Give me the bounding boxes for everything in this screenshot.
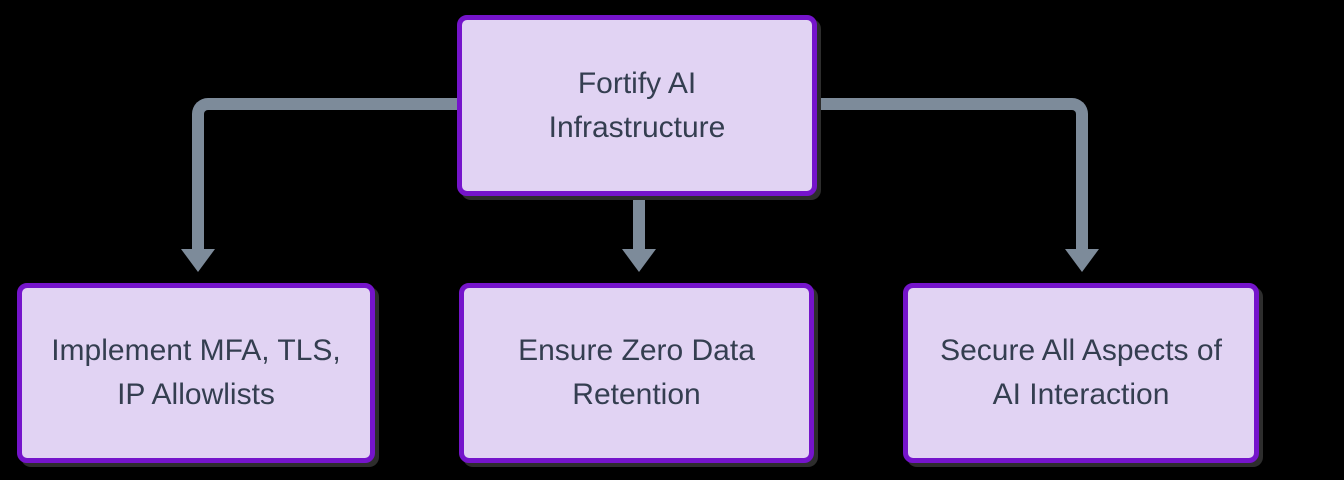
node-label: Implement MFA, TLS, IP Allowlists xyxy=(51,329,341,417)
node-label-line: Fortify AI xyxy=(577,66,697,100)
node-label-line: Secure All Aspects of xyxy=(940,334,1222,367)
node-label-line: IP Allowlists xyxy=(117,378,275,411)
node-fortify-ai-infrastructure: Fortify AI Infrastructure xyxy=(457,15,817,196)
arrowhead-down-icon xyxy=(1065,249,1099,272)
arrowhead-down-icon xyxy=(622,249,656,272)
node-ensure-zero-data-retention: Ensure Zero Data Retention xyxy=(459,283,814,463)
node-label-line: Infrastructure xyxy=(548,110,726,144)
node-label-line: Implement MFA, TLS, xyxy=(51,334,341,367)
node-label: Fortify AI Infrastructure xyxy=(549,62,726,150)
node-label-line: AI Interaction xyxy=(992,378,1170,411)
node-label-line: Ensure Zero Data xyxy=(518,334,755,367)
edge-root-to-right xyxy=(817,98,1088,252)
edge-root-to-left xyxy=(192,98,458,252)
node-implement-mfa-tls-ip-allowlists: Implement MFA, TLS, IP Allowlists xyxy=(17,283,375,463)
node-label-line: Retention xyxy=(572,378,701,411)
node-secure-all-aspects-of-ai-interaction: Secure All Aspects of AI Interaction xyxy=(903,283,1259,463)
node-label: Ensure Zero Data Retention xyxy=(518,329,755,417)
arrowhead-down-icon xyxy=(181,249,215,272)
node-label: Secure All Aspects of AI Interaction xyxy=(940,329,1222,417)
edge-root-to-middle xyxy=(633,195,645,252)
